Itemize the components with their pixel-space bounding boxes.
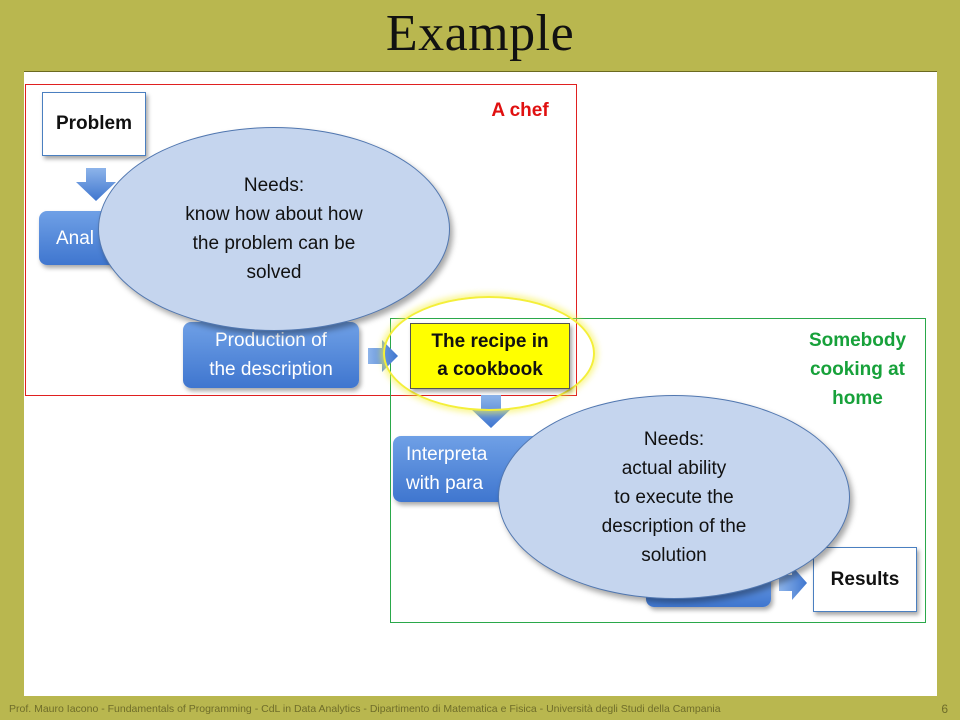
callout-line: know how about how [185,204,363,225]
home-frame [390,318,926,623]
recipe-box: The recipe in a cookbook [410,323,570,389]
callout-line: to execute the [614,486,734,508]
callout-line: solved [246,262,302,283]
production-line: the description [209,359,333,380]
page-number: 6 [941,702,948,716]
recipe-line: a cookbook [437,359,543,380]
results-box: Results [813,547,917,612]
callout-line: Needs: [643,428,705,450]
slide-footer: Prof. Mauro Iacono - Fundamentals of Pro… [9,703,721,715]
somebody-label-line: Somebody [808,330,907,351]
problem-box: Problem [42,92,146,156]
right-arrow-icon [779,566,807,600]
callout-line: the problem can be [192,233,356,254]
production-line: Production of [215,330,327,351]
somebody-label-line: cooking at [809,359,905,380]
callout-line: description of the [601,515,747,537]
slide-title: Example [385,5,575,62]
production-step: Production of the description [183,322,359,388]
recipe-line: The recipe in [431,331,549,352]
interpretation-line: Interpreta [406,444,488,465]
chef-label: A chef [491,100,549,121]
interpretation-line: with para [406,473,484,494]
recipe-highlight-ring [383,296,595,411]
home-needs-callout: Needs: actual ability to execute the des… [498,395,850,599]
title-divider [24,71,937,72]
callout-line: actual ability [621,457,727,479]
somebody-label-line: home [832,388,883,409]
callout-line: solution [641,544,707,566]
callout-line: Needs: [243,175,305,196]
down-arrow-icon [76,168,116,201]
chef-frame [25,84,577,396]
chef-needs-callout: Needs: know how about how the problem ca… [98,127,450,331]
somebody-label: Somebody cooking at home [790,326,925,413]
